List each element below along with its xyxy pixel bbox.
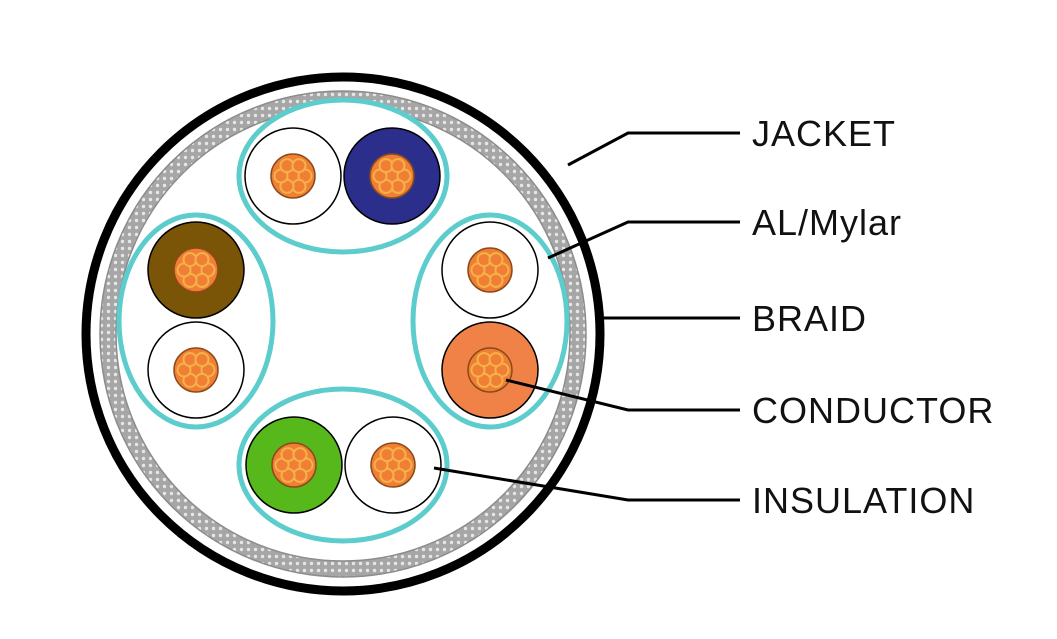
green-pair-white-wire-strand [391,447,407,463]
green-pair-colored-wire-strand [292,447,308,463]
label-jacket: JACKET [752,113,896,154]
label-insulation: INSULATION [752,480,975,521]
leader-jacket [567,131,740,167]
leader-conductor [505,378,740,412]
orange-pair [410,212,570,430]
leader-al-mylar [547,220,740,260]
brown-pair-colored-wire-strand [194,252,210,268]
green-pair [236,386,450,544]
braid-edge-outer [99,90,587,578]
label-conductor: CONDUCTOR [752,390,994,431]
jacket-ring [81,72,605,596]
blue-pair-white-wire-strand [291,158,307,174]
orange-pair-white-wire-strand [488,252,504,268]
leader-insulation [433,466,740,502]
brown-pair [116,212,276,430]
twisted-pairs [116,97,570,544]
blue-pair-colored-wire-strand [390,158,406,174]
label-al-mylar: AL/Mylar [752,202,902,243]
orange-pair-colored-wire-strand [488,352,504,368]
leader-lines [433,131,740,502]
blue-pair [236,97,450,255]
label-braid: BRAID [752,298,867,339]
brown-pair-white-wire-strand [194,352,210,368]
